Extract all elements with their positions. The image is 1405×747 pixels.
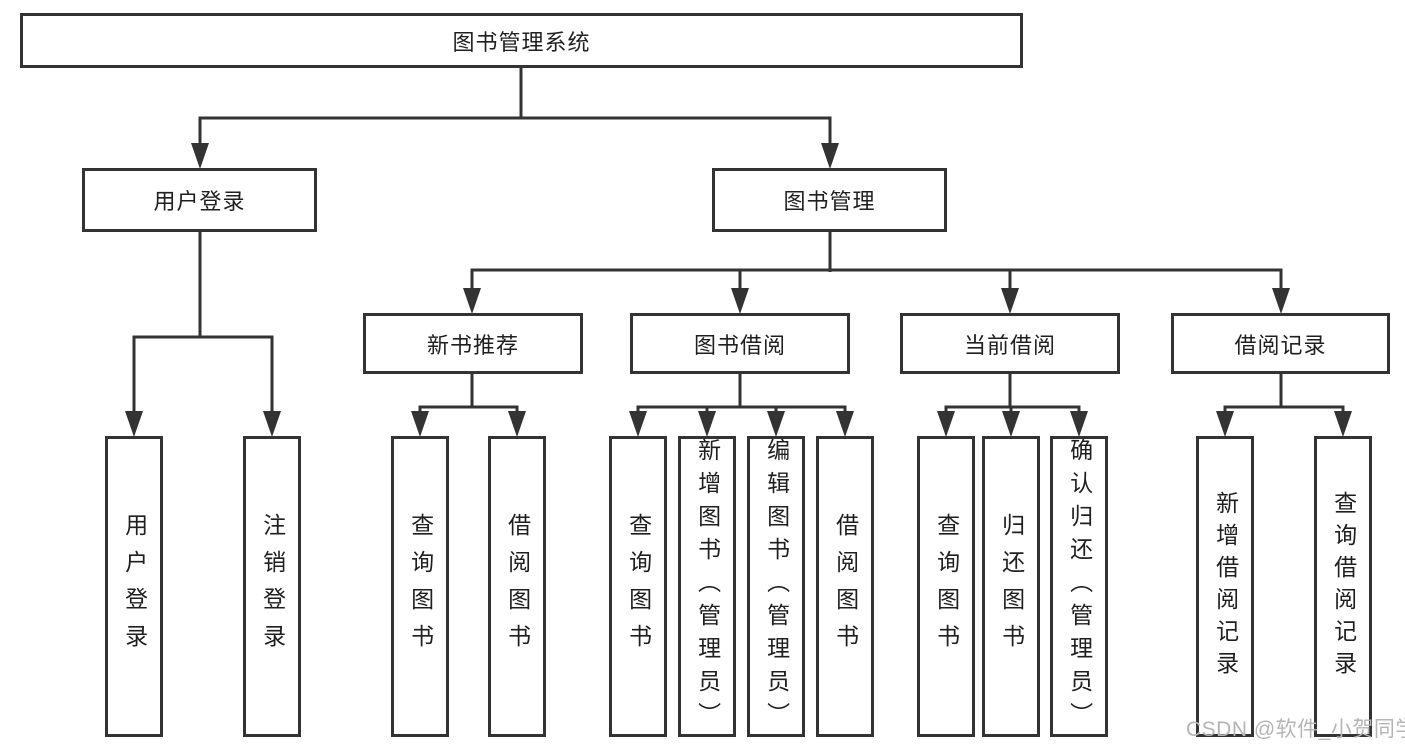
leaf-return-books: 归还图书 bbox=[982, 436, 1040, 737]
node-current-borrow: 当前借阅 bbox=[900, 313, 1120, 374]
leaf-query-books-2-label: 查询图书 bbox=[625, 512, 652, 661]
node-new-book-recommend-label: 新书推荐 bbox=[426, 332, 519, 358]
node-book-borrow-label: 图书借阅 bbox=[693, 332, 786, 358]
node-root-system-label: 图书管理系统 bbox=[452, 29, 591, 55]
leaf-logout-label: 注销登录 bbox=[259, 512, 286, 661]
leaf-query-books-2: 查询图书 bbox=[609, 436, 667, 737]
leaf-query-borrow-record: 查询借阅记录 bbox=[1314, 436, 1372, 737]
node-root-system: 图书管理系统 bbox=[20, 13, 1023, 68]
leaf-borrow-books-2-label: 借阅图书 bbox=[832, 512, 859, 661]
leaf-edit-books-admin: 编辑图书（管理员） bbox=[747, 436, 805, 737]
node-borrow-records: 借阅记录 bbox=[1171, 313, 1390, 374]
leaf-query-books-3: 查询图书 bbox=[917, 436, 975, 737]
leaf-query-borrow-record-label: 查询借阅记录 bbox=[1330, 490, 1357, 683]
leaf-return-books-label: 归还图书 bbox=[998, 512, 1025, 661]
node-user-login-branch-label: 用户登录 bbox=[153, 189, 246, 214]
leaf-user-login-label: 用户登录 bbox=[121, 512, 148, 661]
leaf-add-books-admin-label: 新增图书（管理员） bbox=[694, 438, 721, 735]
node-new-book-recommend: 新书推荐 bbox=[363, 313, 583, 374]
leaf-confirm-return-admin: 确认归还（管理员） bbox=[1050, 436, 1108, 737]
leaf-borrow-books-2: 借阅图书 bbox=[816, 436, 874, 737]
csdn-watermark: CSDN @软件_小贺同学 bbox=[1186, 718, 1405, 741]
node-borrow-records-label: 借阅记录 bbox=[1234, 332, 1327, 358]
leaf-confirm-return-admin-label: 确认归还（管理员） bbox=[1066, 438, 1093, 735]
node-user-login-branch: 用户登录 bbox=[82, 168, 317, 232]
leaf-add-borrow-record-label: 新增借阅记录 bbox=[1212, 490, 1239, 683]
leaf-add-books-admin: 新增图书（管理员） bbox=[678, 436, 736, 737]
leaf-borrow-books-1: 借阅图书 bbox=[488, 436, 546, 737]
node-book-management-branch-label: 图书管理 bbox=[783, 189, 876, 214]
leaf-borrow-books-1-label: 借阅图书 bbox=[504, 512, 531, 661]
leaf-logout: 注销登录 bbox=[243, 436, 301, 737]
leaf-user-login: 用户登录 bbox=[105, 436, 163, 737]
leaf-query-books-1-label: 查询图书 bbox=[407, 512, 434, 661]
node-book-borrow: 图书借阅 bbox=[630, 313, 850, 374]
leaf-edit-books-admin-label: 编辑图书（管理员） bbox=[763, 438, 790, 735]
node-current-borrow-label: 当前借阅 bbox=[963, 332, 1056, 358]
leaf-query-books-1: 查询图书 bbox=[391, 436, 449, 737]
leaf-query-books-3-label: 查询图书 bbox=[933, 512, 960, 661]
leaf-add-borrow-record: 新增借阅记录 bbox=[1196, 436, 1254, 737]
node-book-management-branch: 图书管理 bbox=[712, 168, 947, 232]
